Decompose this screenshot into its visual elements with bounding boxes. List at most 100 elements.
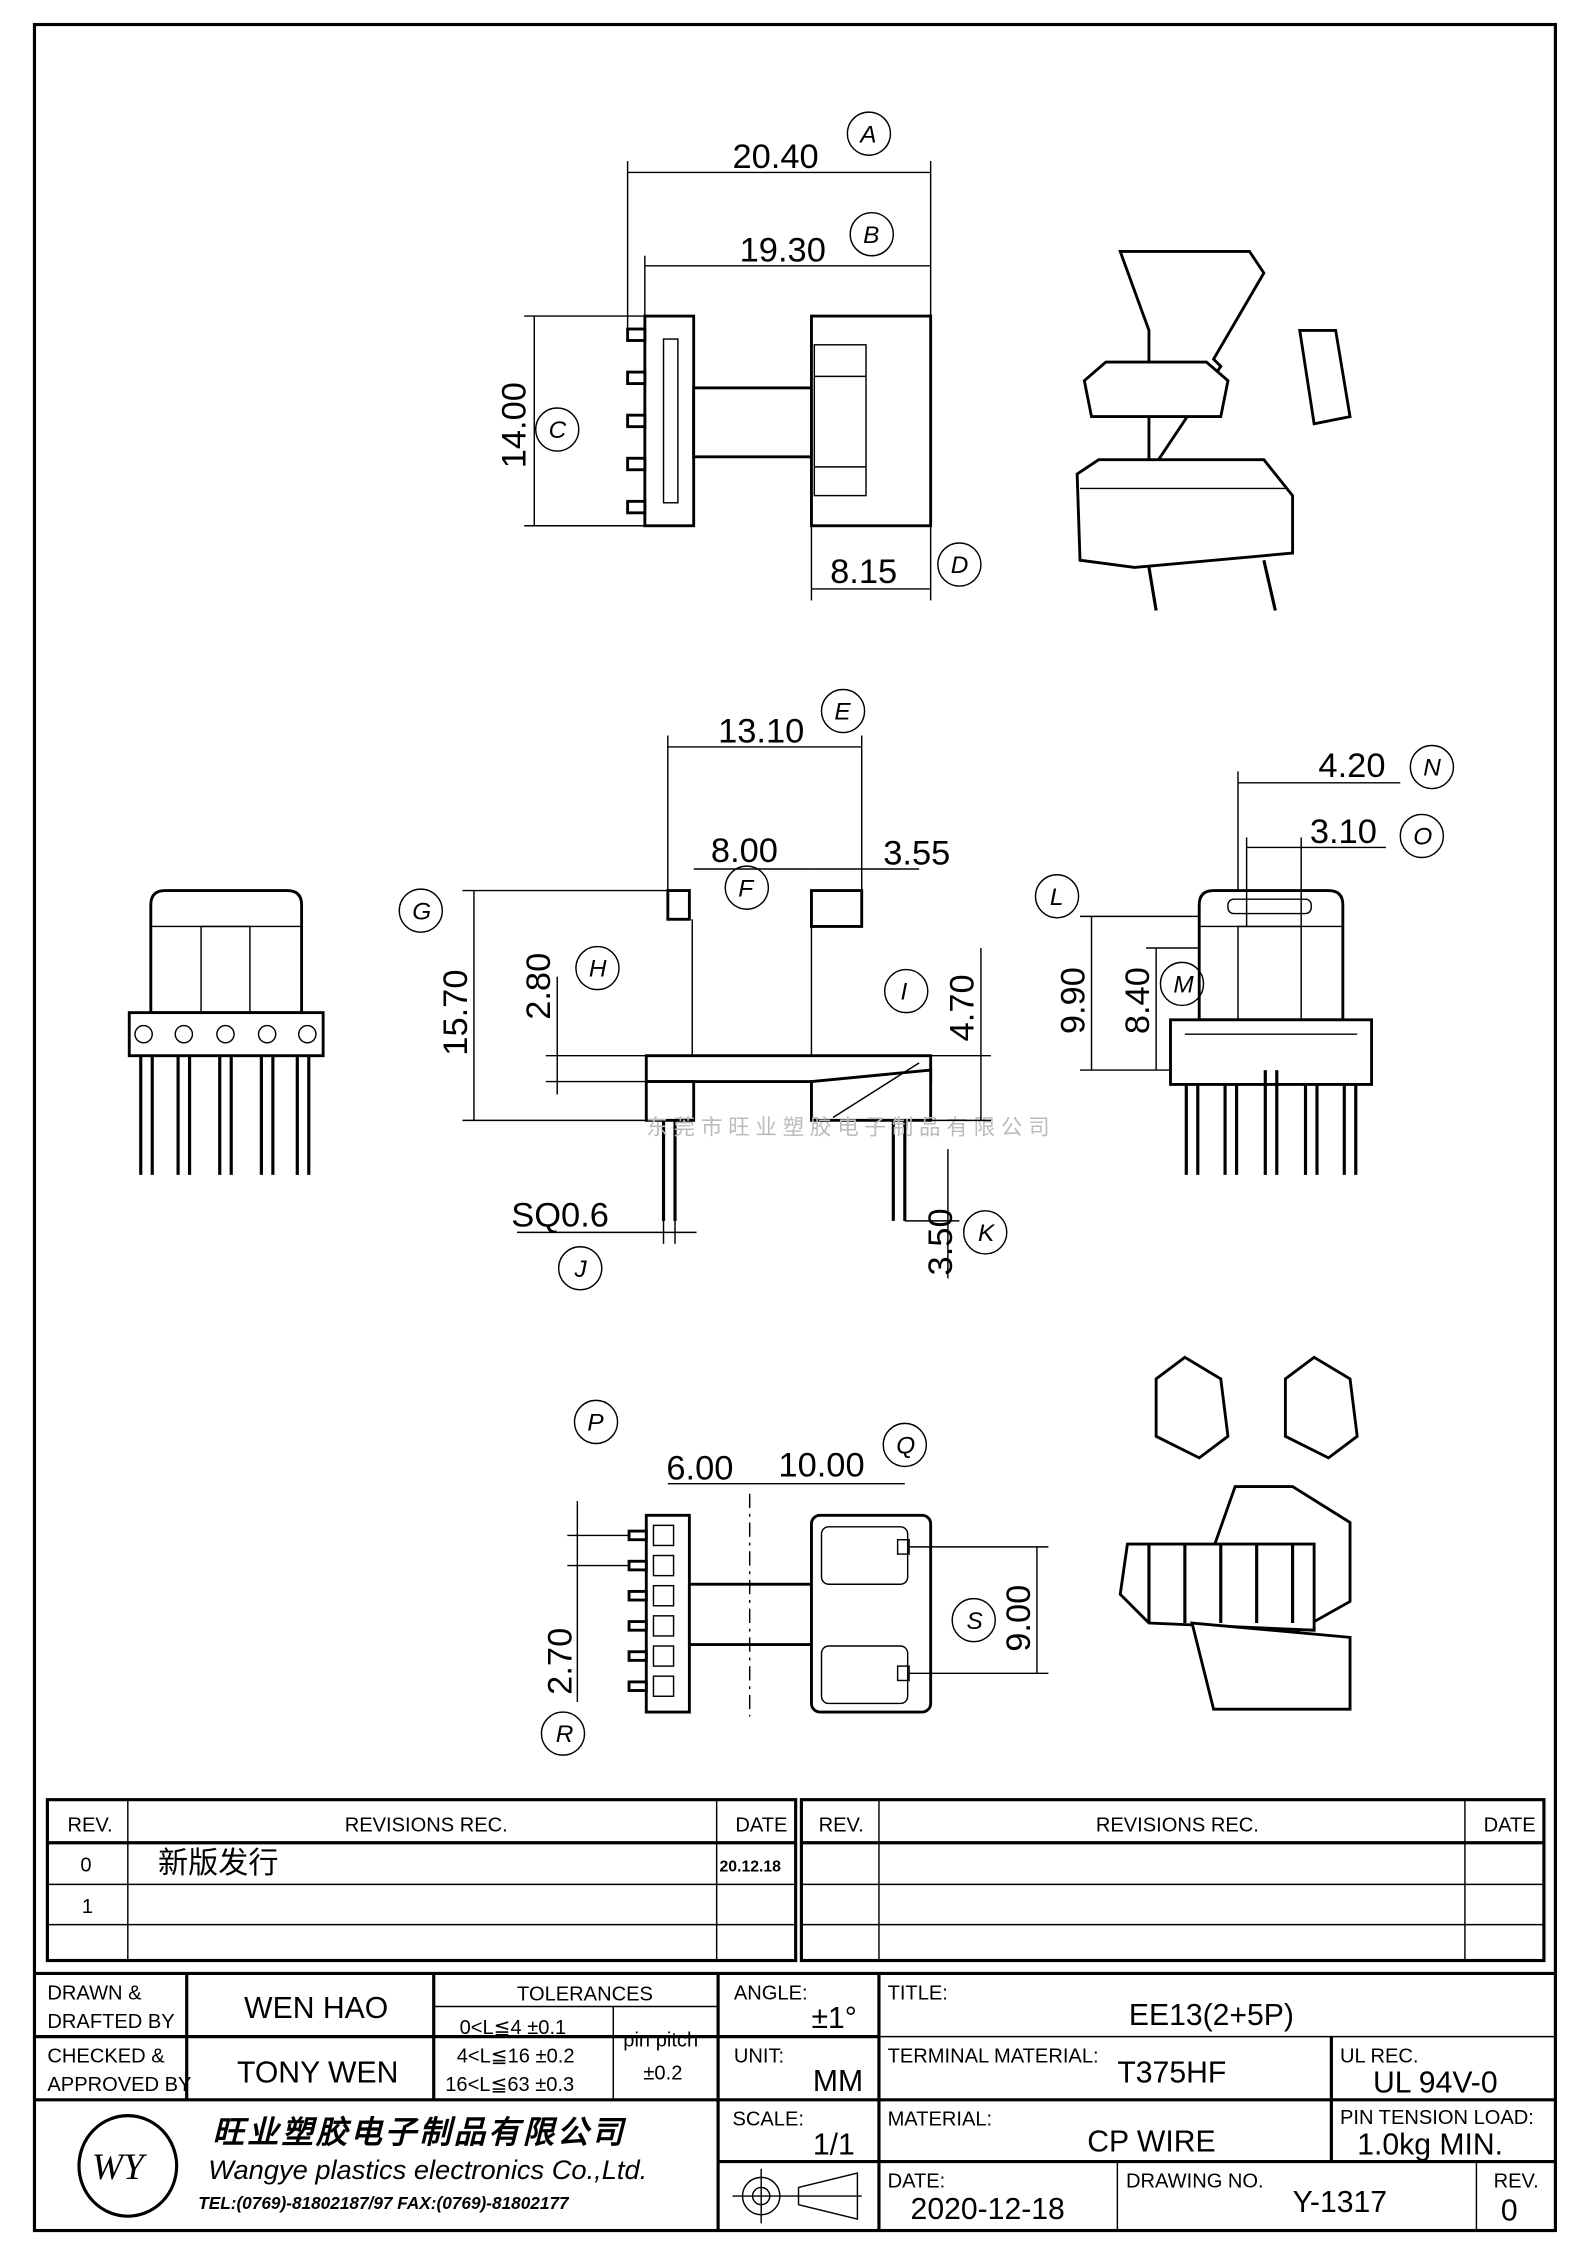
dim-value-d: 8.15 [830,553,897,591]
logo-text: WY [92,2147,148,2188]
angle-label: ANGLE: [734,1982,808,2004]
watermark: 东莞市旺业塑胶电子制品有限公司 [646,1116,1055,1140]
dim-label-a: A [858,121,876,148]
dim-value-r: 2.70 [542,1628,580,1695]
rev-row-0-date: 20.12.18 [720,1858,782,1875]
drawn-label-1: DRAWN & [47,1982,142,2004]
dim-label-e: E [834,699,851,726]
drawing-border [32,22,1557,2233]
rev-row-0-rev: 0 [80,1854,91,1876]
revisions-header-2: REVISIONS REC. [1096,1814,1259,1836]
dim-value-i: 4.70 [944,974,982,1041]
pin-pitch-label: pin pitch [623,2030,698,2052]
ul-rec-value: UL 94V-0 [1373,2067,1498,2100]
revisions-header: REVISIONS REC. [345,1814,508,1836]
checked-label-1: CHECKED & [47,2045,165,2067]
dim-label-m: M [1173,972,1194,999]
dim-label-r: R [556,1721,574,1748]
rev-header-2: REV. [819,1814,864,1836]
dim-value-k: 3.50 [922,1208,960,1275]
dim-value-e: 13.10 [718,713,804,751]
revision-table: REV. REVISIONS REC. DATE REV. REVISIONS … [45,1798,1546,1963]
drawing-no-value: Y-1317 [1293,2186,1387,2219]
isometric-view-top [1075,250,1352,611]
pin-pitch-value: ±0.2 [643,2063,682,2085]
dim-value-m: 8.40 [1119,967,1157,1034]
dim-label-q: Q [896,1433,915,1460]
dim-label-g: G [412,898,431,925]
checked-label-2: APPROVED BY [47,2074,191,2096]
dim-value-3-55: 3.55 [883,835,950,873]
pin-tension-value: 1.0kg MIN. [1357,2128,1503,2161]
company-logo: WY [77,2114,179,2218]
tolerance-1: 0<L≦4 ±0.1 [460,2017,567,2039]
dim-value-l: 9.90 [1054,967,1092,1034]
unit-value: MM [813,2065,863,2098]
pins [626,327,647,515]
material-label: MATERIAL: [888,2109,993,2131]
dim-label-s: S [967,1608,984,1635]
tolerance-2: 4<L≦16 ±0.2 [457,2045,575,2067]
rev-header: REV. [68,1814,113,1836]
title-value: EE13(2+5P) [1129,1999,1294,2032]
title-label: TITLE: [888,1982,948,2004]
top-view: 20.40 A 19.30 B 14.00 C 8.15 D [496,111,982,601]
dim-label-j: J [573,1256,587,1283]
dim-label-o: O [1413,824,1432,851]
drawing-no-label: DRAWING NO. [1126,2170,1264,2192]
isometric-view-bottom [1118,1355,1359,1711]
rev-row-1-rev: 1 [82,1896,93,1918]
dim-value-o: 3.10 [1310,813,1377,851]
dim-label-b: B [863,222,879,249]
dim-value-f: 8.00 [711,832,778,870]
dim-value-c: 14.00 [496,382,534,468]
rev-row-0-desc: 新版发行 [158,1846,279,1880]
title-block: DRAWN & DRAFTED BY WEN HAO CHECKED & APP… [34,1971,1556,2231]
dim-value-a: 20.40 [732,138,818,176]
dim-label-p: P [587,1410,604,1437]
dim-value-j: SQ0.6 [511,1197,609,1235]
dim-value-h: 2.80 [520,953,558,1020]
dim-label-i: I [900,979,907,1006]
drawn-label-2: DRAFTED BY [47,2011,174,2033]
dim-value-b: 19.30 [740,231,826,269]
dim-value-p: 6.00 [666,1449,733,1487]
checked-by: TONY WEN [237,2057,398,2090]
unit-label: UNIT: [734,2045,784,2067]
dim-label-k: K [978,1220,996,1247]
ul-rec-label: UL REC. [1340,2045,1419,2067]
terminal-material-label: TERMINAL MATERIAL: [888,2045,1099,2067]
front-view: 东莞市旺业塑胶电子制品有限公司 13.10 E 8.00 F 3.55 15.7… [398,688,1055,1291]
bottom-view: 6.00 P 10.00 Q 9.00 S 2.70 R [540,1399,1049,1756]
company-name-en: Wangye plastics electronics Co.,Ltd. [208,2154,647,2185]
company-name-cn: 旺业塑胶电子制品有限公司 [213,2114,627,2150]
date-value: 2020-12-18 [911,2193,1065,2226]
company-contact: TEL:(0769)-81802187/97 FAX:(0769)-818021… [198,2193,570,2213]
angle-value: ±1° [811,2002,856,2035]
terminal-material-value: T375HF [1117,2057,1226,2090]
dim-value-n: 4.20 [1318,747,1385,785]
left-side-view [127,889,325,1175]
projection-symbol-icon [732,2168,862,2224]
date-header: DATE [735,1814,787,1836]
dim-label-h: H [589,956,607,983]
date-header-2: DATE [1484,1814,1536,1836]
tolerances-label: TOLERANCES [517,1984,653,2006]
right-side-view: 4.20 N 3.10 O 9.90 L 8.40 M [1034,744,1455,1175]
dim-value-s: 9.00 [1000,1585,1038,1652]
pin-tension-label: PIN TENSION LOAD: [1340,2107,1534,2129]
scale-value: 1/1 [813,2128,855,2161]
dim-label-f: F [738,875,755,902]
rev-value: 0 [1501,2194,1518,2227]
date-label: DATE: [888,2170,946,2192]
scale-label: SCALE: [732,2109,803,2131]
rev-label: REV. [1494,2170,1539,2192]
pins [134,1024,317,1175]
drawn-by: WEN HAO [244,1992,388,2025]
dim-label-l: L [1050,884,1064,911]
tolerance-3: 16<L≦63 ±0.3 [445,2074,574,2096]
dim-label-n: N [1423,755,1441,782]
material-value: CP WIRE [1087,2126,1215,2159]
dim-label-c: C [549,417,567,444]
